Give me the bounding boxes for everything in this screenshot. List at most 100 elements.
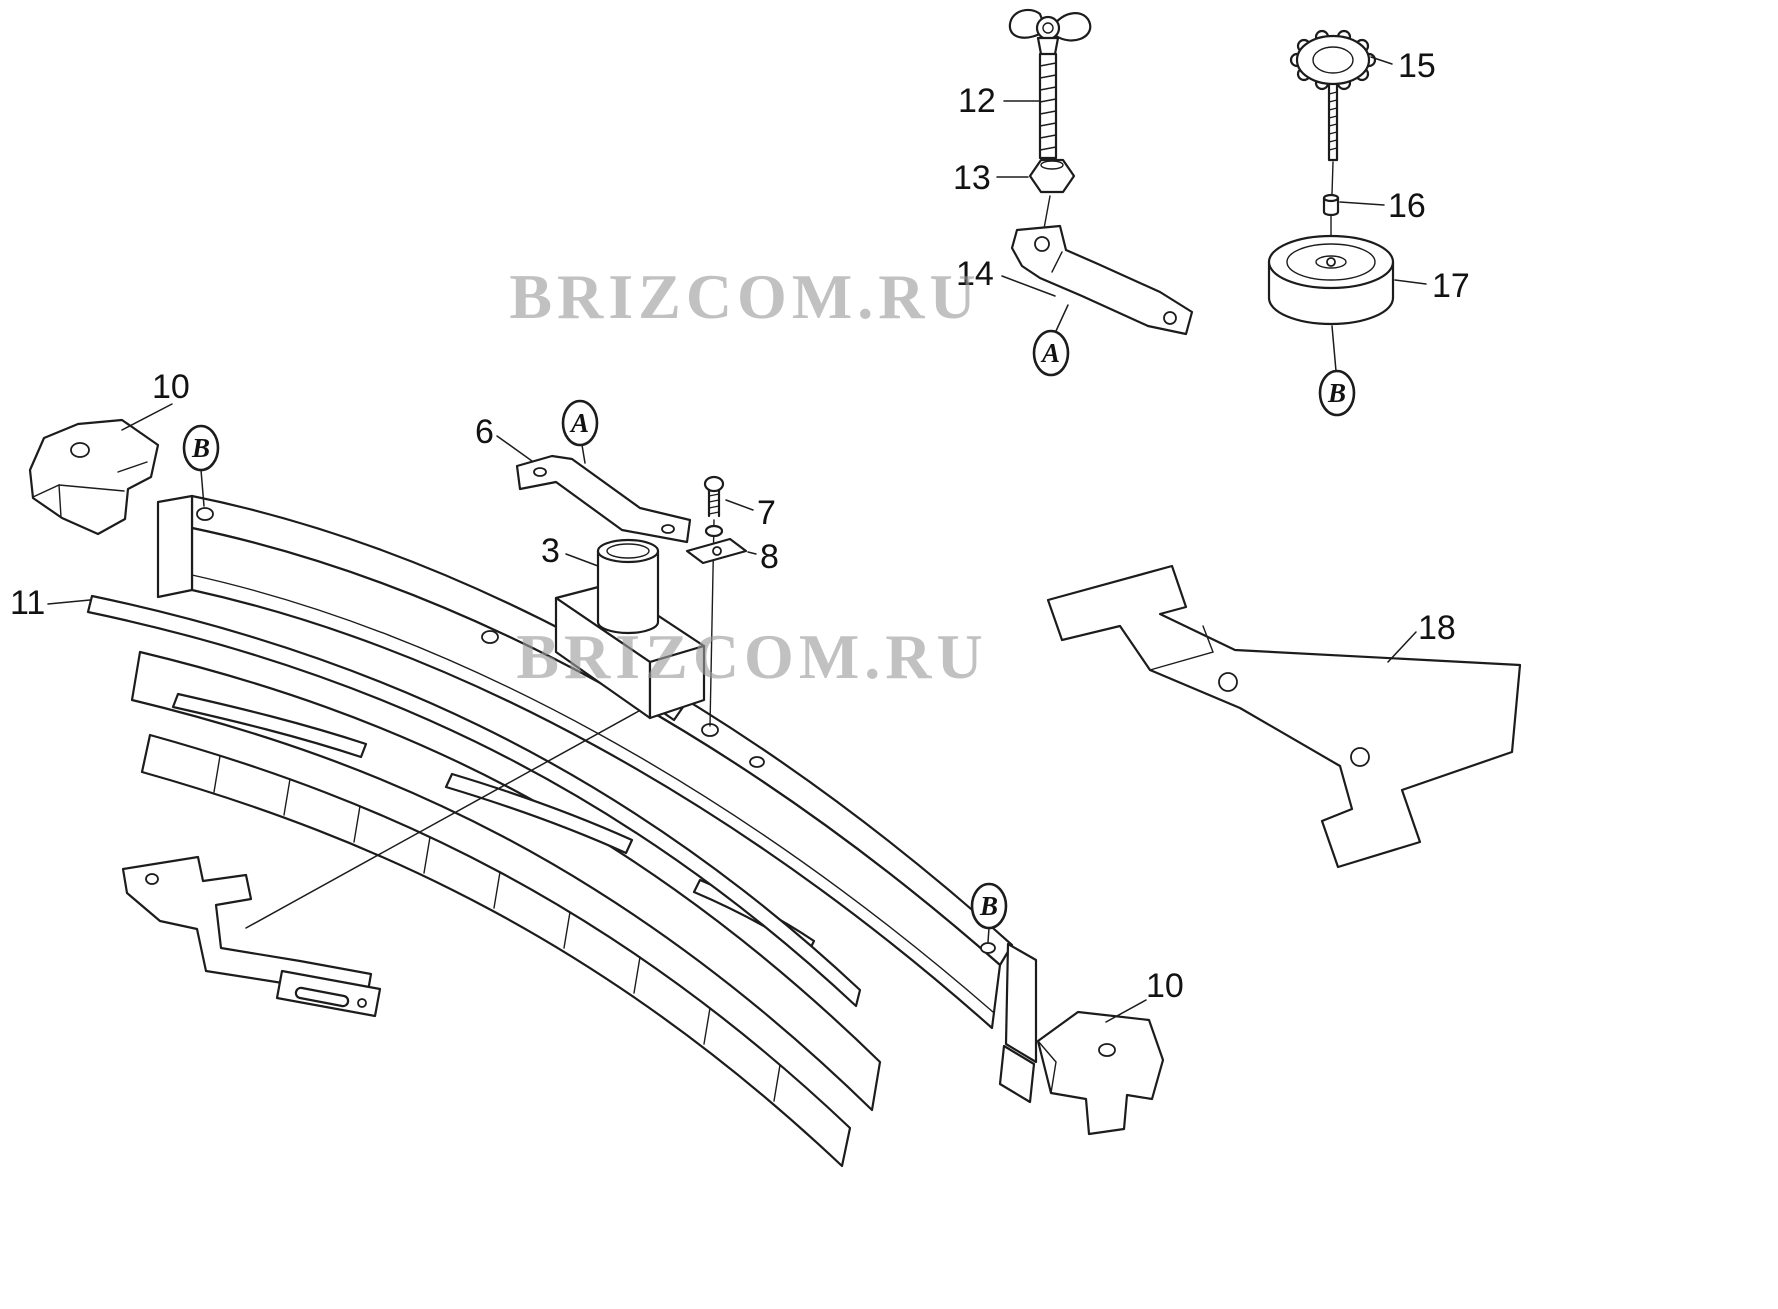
clamp-plate-hole	[712, 546, 722, 556]
diagonal-reference-line	[245, 705, 649, 929]
leader-6	[496, 435, 533, 462]
spacer-body	[1322, 196, 1340, 217]
rail-hole-mid1	[481, 630, 499, 644]
part-18-mounting-plate	[1046, 564, 1522, 869]
part-3-socket-cylinder	[596, 538, 660, 635]
part-label-3: 3	[541, 532, 560, 570]
wing-base	[1036, 36, 1060, 56]
roller-hub-hole	[1326, 257, 1336, 267]
part-label-12: 12	[958, 82, 996, 120]
band-lower-outline	[140, 733, 852, 1168]
part-label-14: 14	[956, 255, 994, 293]
part-7-screw	[703, 475, 725, 518]
part-12-wing-screw	[1008, 8, 1092, 160]
plate-18-notch-line	[1149, 625, 1214, 671]
washer	[704, 524, 724, 538]
knob-thread-hatching	[1328, 91, 1338, 151]
part-label-6: 6	[475, 413, 494, 451]
bolt-thread-hatching	[1039, 62, 1057, 151]
callout-a-center: A	[561, 399, 599, 447]
callout-a-right-letter: A	[1040, 338, 1060, 368]
callout-a-right-oval	[1032, 329, 1070, 377]
cap-right-edge	[1037, 1040, 1057, 1094]
callout-a-right: A	[1032, 329, 1070, 377]
leader-callout-b-bottom	[987, 927, 990, 943]
bracket-14-bend-line	[1051, 251, 1063, 273]
cylinder-top-inner	[606, 543, 650, 559]
assembly-axis-15-16	[1331, 161, 1334, 195]
strap-hole-right	[661, 524, 675, 534]
band-slot-1	[171, 692, 368, 759]
wing-right	[1050, 12, 1092, 42]
bracket-14-outline	[1010, 224, 1194, 336]
roller-ring-2	[1315, 255, 1347, 269]
nut-top-ellipse	[1040, 160, 1064, 170]
cylinder-body	[596, 549, 660, 635]
leader-callout-a-center	[581, 444, 586, 464]
watermark-text-top: BRIZCOM.RU	[509, 261, 980, 332]
watermark-text-middle: BRIZCOM.RU	[516, 621, 987, 692]
cap-left-slot	[117, 461, 148, 473]
leader-8	[747, 551, 757, 555]
bracket-14-hole-right	[1163, 311, 1177, 325]
screw-head	[703, 475, 725, 493]
spacer-top	[1322, 193, 1340, 203]
rail-hole-left	[196, 507, 214, 521]
leader-callout-b-top-left	[200, 469, 205, 507]
callout-b-top-left: B	[182, 424, 220, 472]
part-label-7: 7	[757, 494, 776, 532]
callout-b-bottom: B	[970, 882, 1008, 930]
rail-hole-mid3	[749, 756, 765, 768]
callout-b-right: B	[1318, 369, 1356, 417]
rail-right-end-cap	[1004, 942, 1038, 1064]
blade-band-lower	[140, 733, 852, 1168]
part-11-blade-strip	[86, 594, 862, 1008]
wing-boss	[1035, 15, 1061, 41]
rail-end-clip	[998, 1044, 1036, 1104]
roller-ring-1	[1286, 243, 1376, 281]
strap-outline	[515, 454, 692, 544]
leader-callout-a-right	[1055, 304, 1069, 332]
callout-b-right-oval	[1318, 369, 1356, 417]
leader-14	[1001, 275, 1056, 297]
wing-boss-inner	[1042, 22, 1054, 34]
hook-bracket-left	[121, 855, 373, 999]
part-label-13: 13	[953, 159, 991, 197]
knob-shaft	[1327, 82, 1339, 162]
leader-callout-b-right	[1331, 325, 1337, 372]
part-label-10-top: 10	[152, 368, 190, 406]
part-label-15: 15	[1398, 47, 1436, 85]
part-label-17: 17	[1432, 267, 1470, 305]
part-14-clamp-bracket	[1010, 224, 1194, 336]
leader-lines	[47, 56, 1427, 1023]
band-segment-ticks	[213, 755, 781, 1102]
strap-hole-left	[533, 467, 547, 477]
nut-hex	[1028, 158, 1076, 194]
leader-11	[47, 599, 91, 605]
part-label-8: 8	[760, 538, 779, 576]
cap-right-outline	[1036, 1010, 1165, 1136]
rail-left-end-cap	[156, 494, 194, 599]
plate-18-outline	[1046, 564, 1522, 869]
cap-left-hole	[70, 442, 90, 458]
cap-left-outline	[28, 418, 160, 536]
part-6-strap-bracket	[515, 454, 692, 544]
part-15-star-knob	[1289, 29, 1377, 162]
part-number-labels: 12 13 14 15 16 17 18 10 11 6 7 8 3 10	[10, 47, 1470, 1005]
callout-a-center-oval	[561, 399, 599, 447]
leader-17	[1394, 279, 1427, 285]
clamp-strip-slot	[294, 986, 350, 1008]
leader-10-top	[121, 403, 173, 431]
knob-body	[1295, 34, 1371, 86]
part-label-16: 16	[1388, 187, 1426, 225]
callout-b-bottom-oval	[970, 882, 1008, 930]
knob-inner	[1312, 46, 1354, 74]
bolt-shaft	[1038, 52, 1058, 160]
callout-a-center-letter: A	[569, 408, 589, 438]
callout-b-top-left-letter: B	[191, 433, 210, 463]
part-13-nut	[1028, 158, 1076, 194]
hook-bracket-hole	[145, 873, 159, 885]
rail-hole-right	[980, 942, 996, 954]
